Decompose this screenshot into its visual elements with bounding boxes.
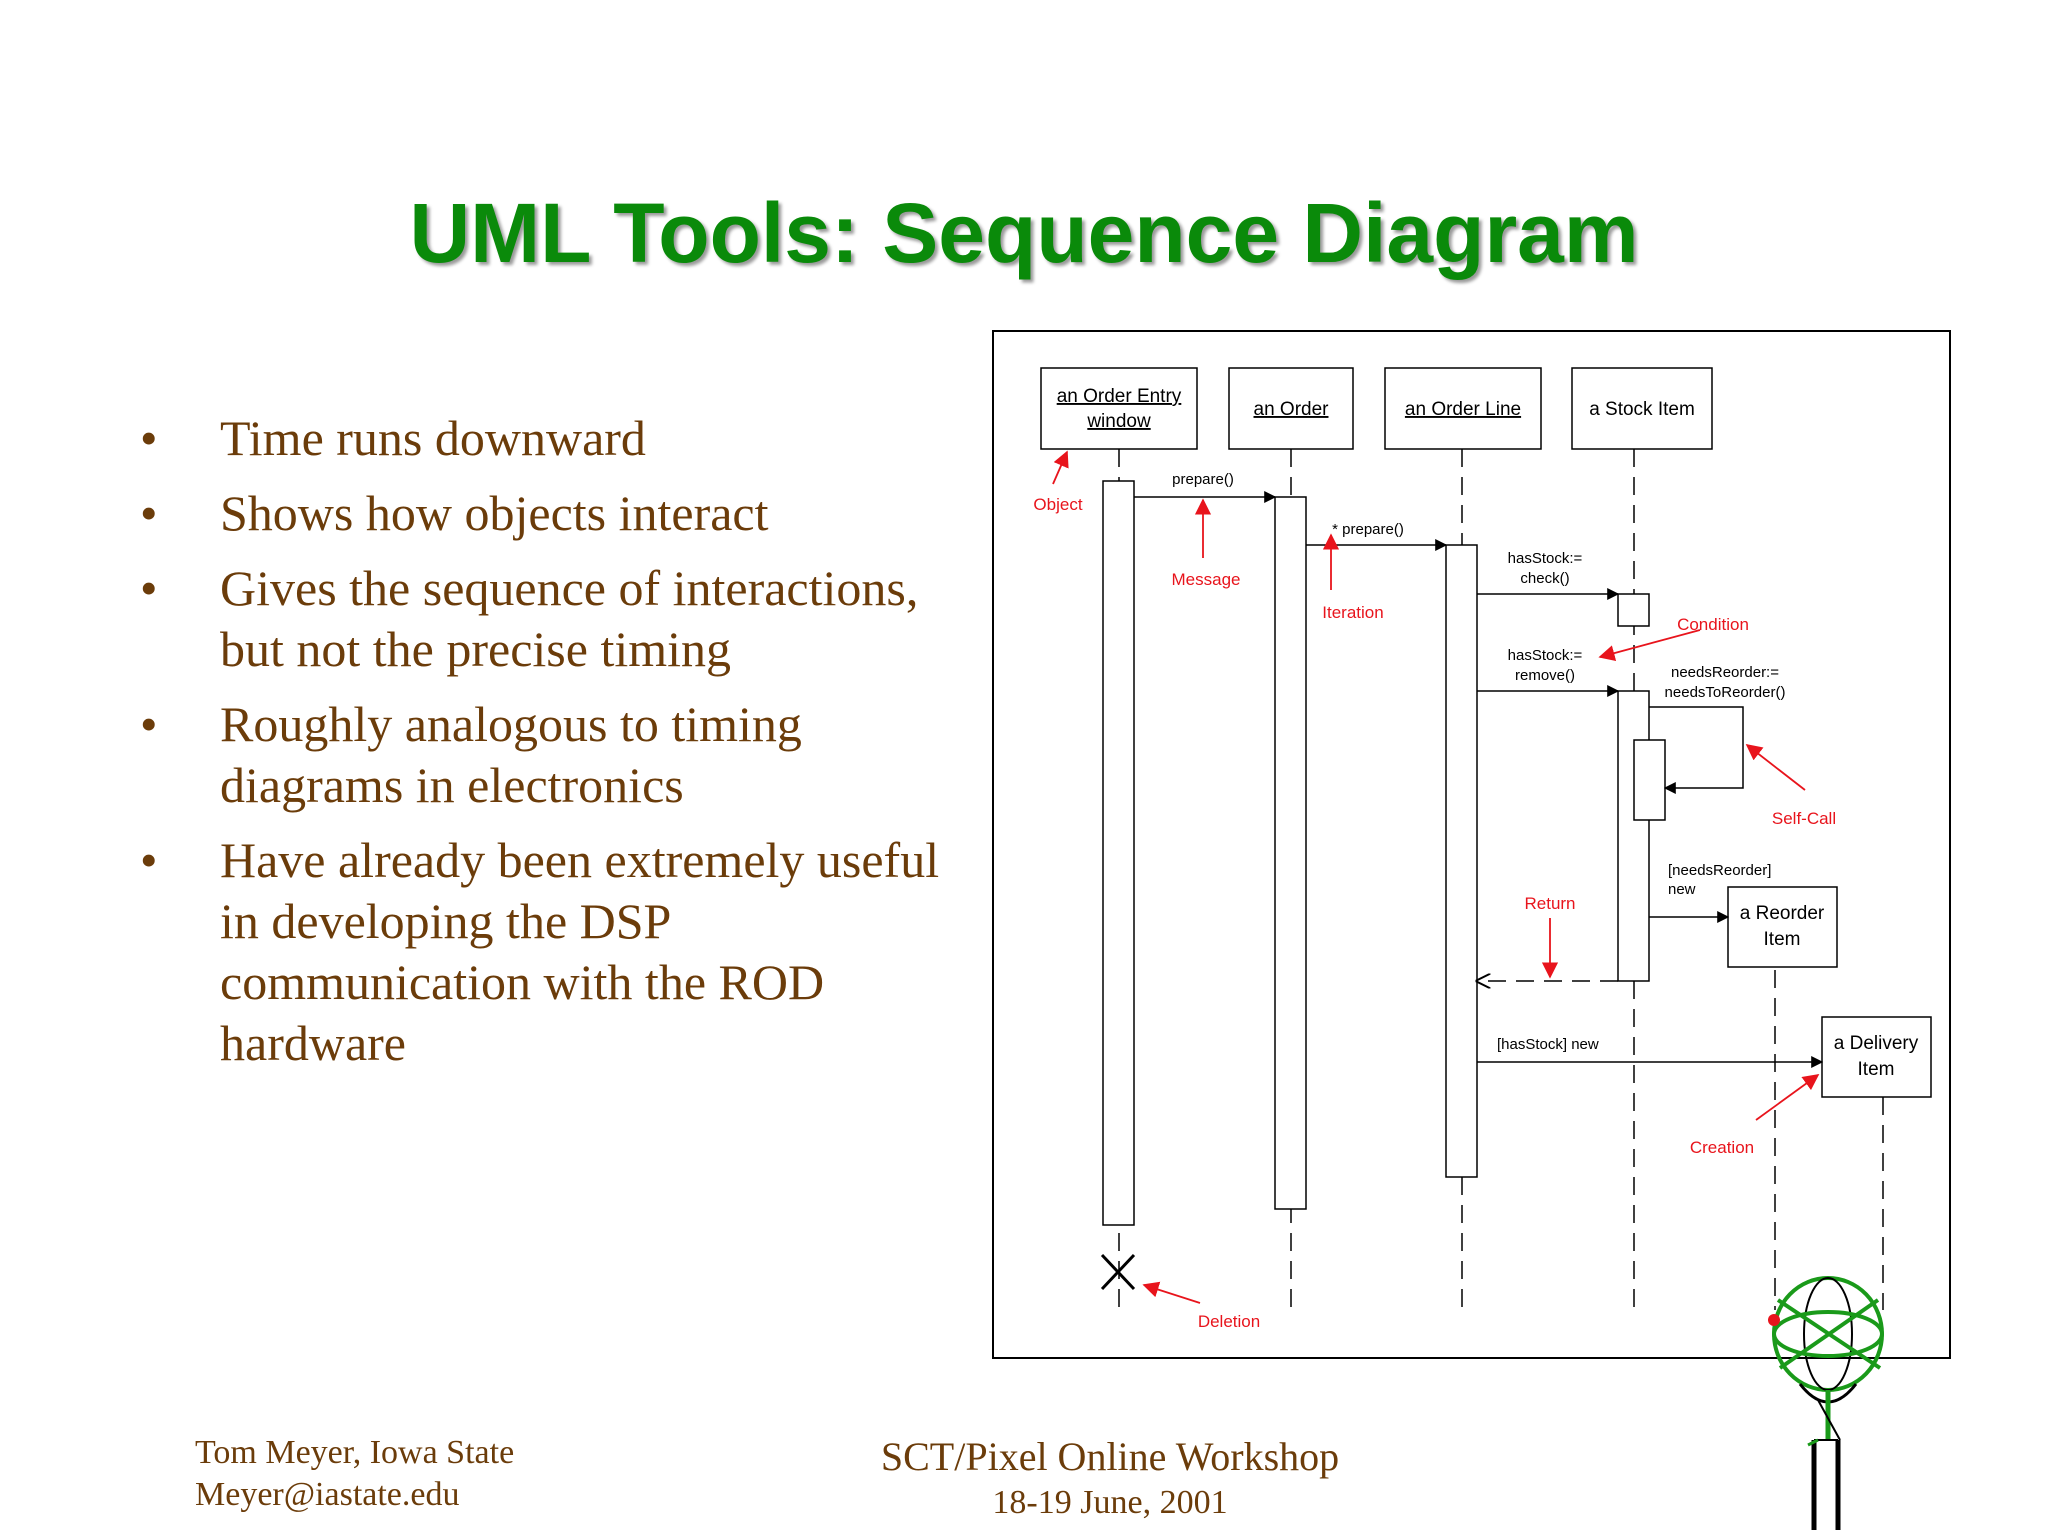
message-reorder-new-label-1: [needsReorder] <box>1668 862 1771 879</box>
bullet-text: Roughly analogous to timing diagrams in … <box>220 696 802 813</box>
annotation-creation-label: Creation <box>1690 1138 1754 1157</box>
message-reorder-new-label-2: new <box>1668 881 1696 898</box>
annotation-object-label: Object <box>1033 495 1082 514</box>
detector-logo-icon <box>1772 1276 1884 1530</box>
object-stock-item-box <box>1571 367 1713 450</box>
message-remove-label-1: hasStock:= <box>1508 647 1583 664</box>
bullet-item: • Time runs downward <box>140 408 980 469</box>
object-reorder-item-label-2: Item <box>1764 929 1801 950</box>
message-check-label-1: hasStock:= <box>1508 550 1583 567</box>
annotation-iteration-label: Iteration <box>1322 603 1383 622</box>
object-order-label: an Order <box>1254 399 1330 420</box>
object-order-entry-label-1: an Order Entry <box>1057 386 1182 407</box>
footer-author-email: Meyer@iastate.edu <box>195 1476 460 1513</box>
bullet-text: Gives the sequence of interactions, but … <box>220 560 919 677</box>
object-order-line-label: an Order Line <box>1405 399 1521 420</box>
slide-title: UML Tools: Sequence Diagram <box>409 186 1639 280</box>
footer-author: Tom Meyer, Iowa State Meyer@iastate.edu <box>195 1432 514 1516</box>
object-order-entry-label-2: window <box>1086 411 1151 432</box>
annotation-object-arrow <box>1052 450 1069 485</box>
message-needs-label-1: needsReorder:= <box>1671 664 1779 681</box>
message-delivery-new-label: [hasStock] new <box>1497 1036 1599 1053</box>
activation-stock-check <box>1617 593 1650 627</box>
footer-event: SCT/Pixel Online Workshop <box>880 1434 1340 1479</box>
object-delivery-item-label-2: Item <box>1858 1059 1895 1080</box>
bullet-dot: • <box>140 696 158 752</box>
annotation-condition-label: Condition <box>1677 615 1749 634</box>
detector-logo-dot <box>1768 1314 1780 1326</box>
annotation-selfcall-arrow <box>1745 744 1806 791</box>
object-reorder-item-box <box>1727 886 1838 968</box>
bullet-item: • Roughly analogous to timing diagrams in… <box>140 694 980 816</box>
activation-order <box>1274 496 1307 1210</box>
bullet-item: • Shows how objects interact <box>140 483 980 544</box>
object-delivery-item-label-1: a Delivery <box>1834 1033 1919 1054</box>
activation-stock-selfcall <box>1633 739 1666 821</box>
annotation-message-label: Message <box>1172 570 1241 589</box>
annotation-selfcall-label: Self-Call <box>1772 809 1836 828</box>
object-reorder-item-label-1: a Reorder <box>1740 903 1825 924</box>
bullet-dot: • <box>140 410 158 466</box>
message-prepare-label: prepare() <box>1172 471 1234 488</box>
footer-author-name: Tom Meyer, Iowa State <box>195 1434 515 1471</box>
bullet-item: • Gives the sequence of interactions, but… <box>140 558 980 680</box>
object-order-line-box <box>1384 367 1542 450</box>
object-stock-item-label: a Stock Item <box>1589 399 1695 420</box>
bullet-list: • Time runs downward • Shows how objects i… <box>140 408 980 1088</box>
bullet-dot: • <box>140 832 158 888</box>
bullet-text: Time runs downward <box>220 410 646 466</box>
activation-order-entry <box>1102 480 1135 1226</box>
annotation-condition-arrow <box>1598 629 1701 662</box>
bullet-text: Shows how objects interact <box>220 485 769 541</box>
bullet-item: • Have already been extremely useful in d… <box>140 830 980 1074</box>
bullet-dot: • <box>140 485 158 541</box>
message-remove-label-2: remove() <box>1515 667 1575 684</box>
object-order-entry-box <box>1040 367 1198 450</box>
annotation-deletion-label: Deletion <box>1198 1312 1260 1331</box>
annotation-return-label: Return <box>1524 894 1575 913</box>
annotation-creation-arrow <box>1755 1074 1820 1121</box>
message-selfcall-arrow <box>1649 706 1744 794</box>
deletion-mark-stroke-2 <box>1100 1253 1136 1291</box>
bullet-text: Have already been extremely useful in de… <box>220 832 940 1071</box>
activation-order-line <box>1445 544 1478 1178</box>
annotation-deletion-arrow <box>1142 1281 1201 1304</box>
footer-date: 18-19 June, 2001 <box>992 1484 1228 1521</box>
message-needs-label-2: needsToReorder() <box>1665 684 1786 701</box>
object-order-box <box>1228 367 1354 450</box>
bullet-dot: • <box>140 560 158 616</box>
activation-stock-remove <box>1617 690 1650 982</box>
object-delivery-item-box <box>1821 1016 1932 1098</box>
message-check-label-2: check() <box>1520 570 1569 587</box>
message-star-prepare-label: * prepare() <box>1332 521 1404 538</box>
